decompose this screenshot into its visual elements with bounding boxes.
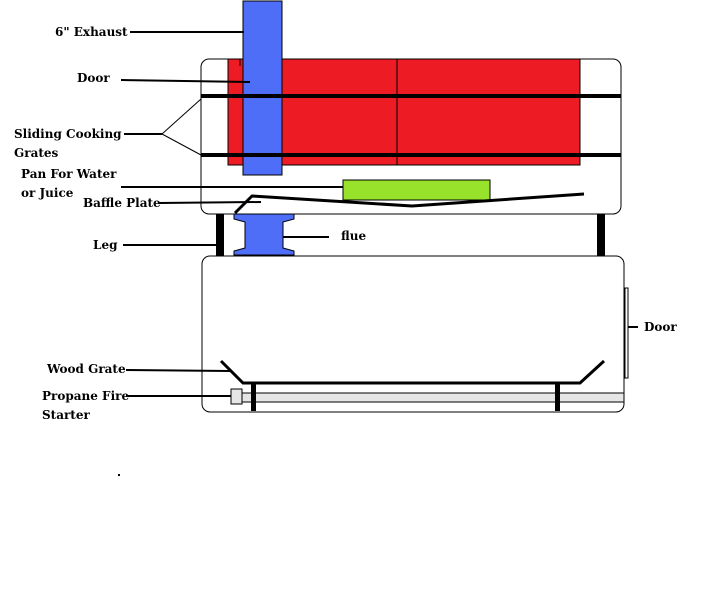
firebox-door <box>624 287 629 379</box>
leg-left <box>216 214 224 256</box>
cooking-area <box>227 58 581 166</box>
leader-wood-grate <box>125 369 231 372</box>
stray-dot <box>118 474 120 476</box>
label-flue: flue <box>341 229 366 243</box>
leader-grates-upper <box>161 98 202 135</box>
label-exhaust: 6" Exhaust <box>55 25 128 39</box>
label-baffle-plate: Baffle Plate <box>83 196 161 210</box>
leader-grates-lower <box>161 133 202 156</box>
exhaust-pipe <box>242 0 283 176</box>
propane-pipe <box>235 392 625 403</box>
flue <box>233 213 295 256</box>
water-pan <box>342 179 491 201</box>
leader-door-top <box>120 79 251 83</box>
label-sliding-grates-1: Sliding Cooking <box>14 127 122 141</box>
label-propane-2: Starter <box>42 408 90 422</box>
wood-grate-leg-right <box>555 383 560 411</box>
label-leg: Leg <box>93 238 118 252</box>
propane-valve <box>230 388 243 405</box>
label-sliding-grates-2: Grates <box>14 146 59 160</box>
label-door-top: Door <box>77 71 110 85</box>
leg-right <box>597 214 605 256</box>
wood-grate <box>219 359 606 385</box>
label-door-right: Door <box>644 320 677 334</box>
label-pan-2: or Juice <box>21 186 74 200</box>
firebox <box>201 255 625 413</box>
label-propane-1: Propane Fire <box>42 389 129 403</box>
leader-baffle <box>158 201 262 204</box>
label-wood-grate: Wood Grate <box>46 362 126 376</box>
label-pan-1: Pan For Water <box>21 167 117 181</box>
baffle-plate <box>233 192 585 215</box>
wood-grate-leg-left <box>251 383 256 411</box>
